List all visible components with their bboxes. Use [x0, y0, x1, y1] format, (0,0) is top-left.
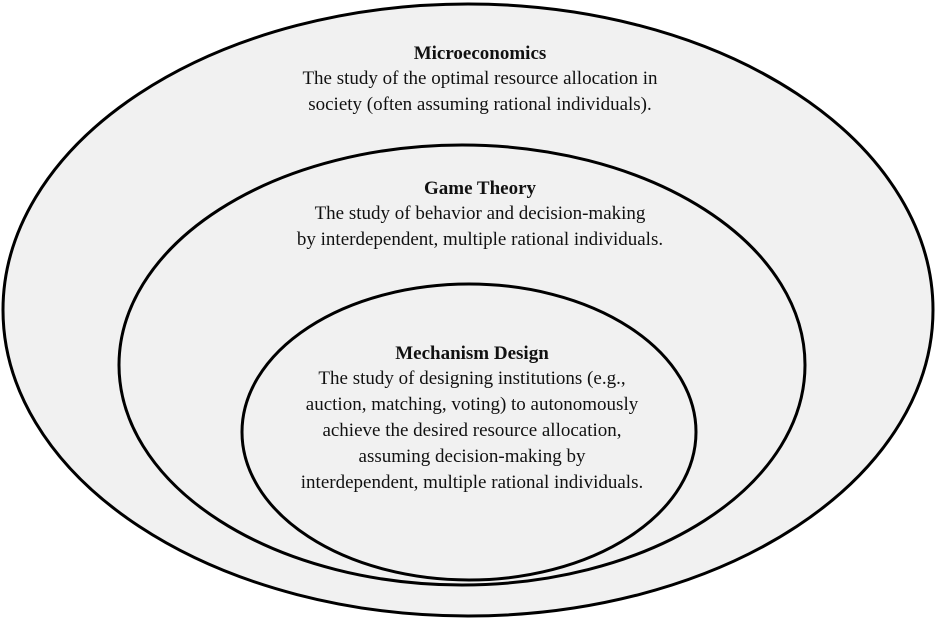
mechanism-design-description-line: auction, matching, voting) to autonomous…	[305, 394, 639, 415]
mechanism-design-description-line: The study of designing institutions (e.g…	[318, 368, 626, 389]
mechanism-design-title: Mechanism Design	[395, 343, 549, 364]
game-theory-label: Game Theory The study of behavior and de…	[240, 177, 720, 253]
mechanism-design-description-line: achieve the desired resource allocation,	[322, 420, 622, 441]
microeconomics-description-line: The study of the optimal resource alloca…	[302, 68, 658, 89]
mechanism-design-ellipse	[240, 282, 698, 582]
mechanism-design-label: Mechanism Design The study of designing …	[262, 342, 682, 496]
microeconomics-title: Microeconomics	[413, 43, 547, 64]
game-theory-description-line: by interdependent, multiple rational ind…	[296, 229, 664, 250]
microeconomics-label: Microeconomics The study of the optimal …	[200, 42, 760, 118]
mechanism-design-description-line: assuming decision-making by	[358, 446, 586, 467]
microeconomics-description-line: society (often assuming rational individ…	[308, 94, 652, 115]
game-theory-description-line: The study of behavior and decision-makin…	[314, 203, 646, 224]
mechanism-design-description-line: interdependent, multiple rational indivi…	[300, 472, 644, 493]
game-theory-title: Game Theory	[423, 178, 537, 199]
